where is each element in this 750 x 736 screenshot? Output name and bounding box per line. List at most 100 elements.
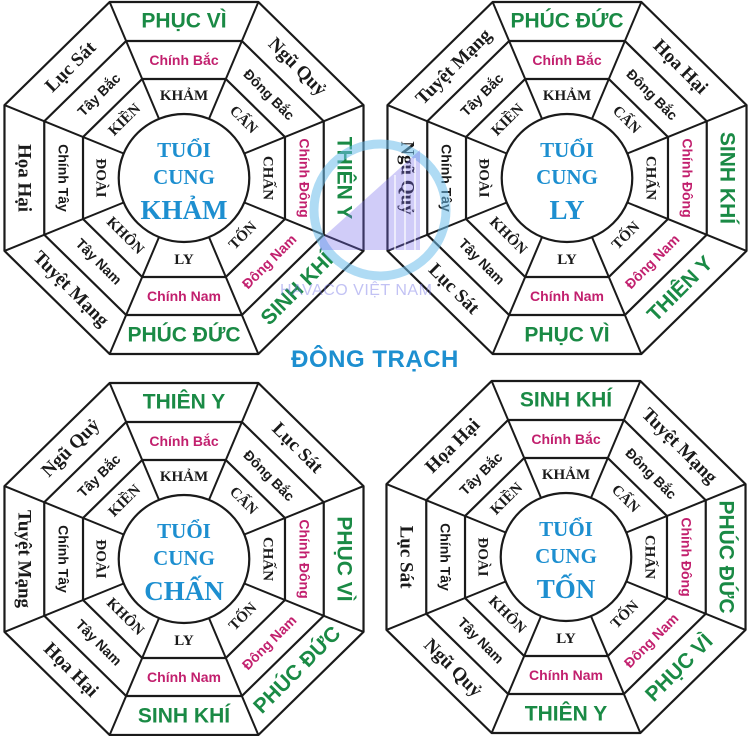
direction-label-east: Chính Đông (296, 519, 312, 598)
trigram-label-east: CHẤN (260, 156, 277, 200)
sector-divider (4, 582, 125, 633)
center-label-line-1: TUỔI (540, 138, 594, 162)
trigram-label-south: LY (557, 252, 577, 268)
star-label-north: THIÊN Y (143, 390, 225, 414)
sector-divider (626, 104, 747, 155)
sector-divider (243, 582, 364, 633)
sector-divider (4, 485, 125, 536)
sector-divider (386, 580, 507, 631)
center-label-line-2: CUNG (536, 165, 598, 189)
star-label-north: SINH KHÍ (520, 389, 613, 412)
direction-label-west: Chính Tây (438, 523, 454, 591)
sector-divider (208, 382, 260, 501)
star-label-west: Ngũ Quỷ (396, 141, 417, 215)
trigram-label-west: ĐOÀI (475, 158, 492, 197)
trigram-label-south: LY (556, 631, 576, 647)
sector-divider (490, 615, 542, 734)
direction-label-east: Chính Đông (678, 517, 694, 596)
star-label-east: THIÊN Y (333, 137, 357, 219)
star-label-east: PHÚC ĐỨC (715, 500, 739, 613)
center-label-line-2: CUNG (153, 546, 215, 570)
sector-divider (108, 236, 160, 355)
star-label-west: Lục Sát (395, 526, 416, 589)
direction-label-north: Chính Bắc (532, 51, 601, 68)
center-label-line-1: TUỔI (157, 519, 211, 543)
sector-divider (625, 483, 746, 534)
star-label-west: Tuyệt Mạng (13, 510, 34, 609)
sector-divider (208, 617, 260, 736)
star-label-south: SINH KHÍ (138, 705, 231, 728)
sector-divider (590, 380, 642, 499)
trigram-label-north: KHẢM (542, 466, 590, 483)
direction-label-west: Chính Tây (56, 525, 72, 593)
center-label-line-1: TUỔI (157, 138, 211, 162)
sector-divider (491, 1, 543, 120)
sector-divider (108, 1, 160, 120)
star-label-north: PHỤC VÌ (141, 10, 226, 33)
trigram-label-east: CHẤN (260, 537, 277, 581)
center-label-line-2: CUNG (535, 544, 597, 568)
sector-divider (208, 1, 260, 120)
sector-divider (243, 104, 364, 155)
sector-divider (243, 485, 364, 536)
trigram-label-east: CHẤN (642, 535, 659, 579)
sector-divider (387, 104, 508, 155)
trigram-label-west: ĐOÀI (474, 537, 491, 576)
sector-divider (491, 236, 543, 355)
sector-divider (590, 615, 642, 734)
direction-label-north: Chính Bắc (149, 51, 218, 68)
direction-label-east: Chính Đông (296, 138, 312, 217)
center-circle (500, 112, 634, 244)
direction-label-south: Chính Nam (530, 288, 604, 304)
center-label-line-2: CUNG (153, 165, 215, 189)
watermark-text: HAVACO VIỆT NAM (280, 282, 433, 299)
direction-label-east: Chính Đông (679, 138, 695, 217)
center-label-line-1: TUỔI (539, 517, 593, 541)
direction-label-south: Chính Nam (147, 669, 221, 685)
trigram-label-west: ĐOÀI (92, 539, 109, 578)
star-label-west: Họa Hại (13, 144, 34, 212)
star-label-south: PHỤC VÌ (524, 324, 609, 347)
star-label-east: PHỤC VÌ (333, 516, 356, 601)
trigram-label-west: ĐOÀI (92, 158, 109, 197)
center-palace-name: TỐN (537, 573, 596, 604)
sector-divider (108, 617, 160, 736)
sector-divider (386, 483, 507, 534)
trigram-label-north: KHẢM (160, 468, 208, 485)
sector-divider (108, 382, 160, 501)
star-label-north: PHÚC ĐỨC (510, 9, 623, 33)
sector-divider (4, 201, 125, 252)
star-label-south: THIÊN Y (525, 702, 607, 726)
direction-label-north: Chính Bắc (531, 430, 600, 447)
direction-label-north: Chính Bắc (149, 432, 218, 449)
sector-divider (4, 104, 125, 155)
direction-label-south: Chính Nam (147, 288, 221, 304)
trigram-label-north: KHẢM (160, 87, 208, 104)
sector-divider (208, 236, 260, 355)
star-label-south: PHÚC ĐỨC (127, 323, 240, 347)
trigram-label-east: CHẤN (643, 156, 660, 200)
sector-divider (626, 201, 747, 252)
center-circle (117, 112, 251, 244)
center-circle (117, 493, 251, 625)
center-palace-name: LY (549, 195, 584, 225)
sector-divider (490, 380, 542, 499)
direction-label-south: Chính Nam (529, 667, 603, 683)
center-palace-name: KHẢM (141, 195, 228, 225)
trigram-label-north: KHẢM (543, 87, 591, 104)
star-label-east: SINH KHÍ (716, 132, 739, 225)
center-circle (499, 491, 633, 623)
page-title: ĐÔNG TRẠCH (291, 346, 459, 373)
sector-divider (625, 580, 746, 631)
trigram-label-south: LY (174, 252, 194, 268)
direction-label-west: Chính Tây (56, 144, 72, 212)
trigram-label-south: LY (174, 633, 194, 649)
center-palace-name: CHẤN (144, 575, 224, 606)
sector-divider (591, 1, 643, 120)
direction-label-west: Chính Tây (439, 144, 455, 212)
